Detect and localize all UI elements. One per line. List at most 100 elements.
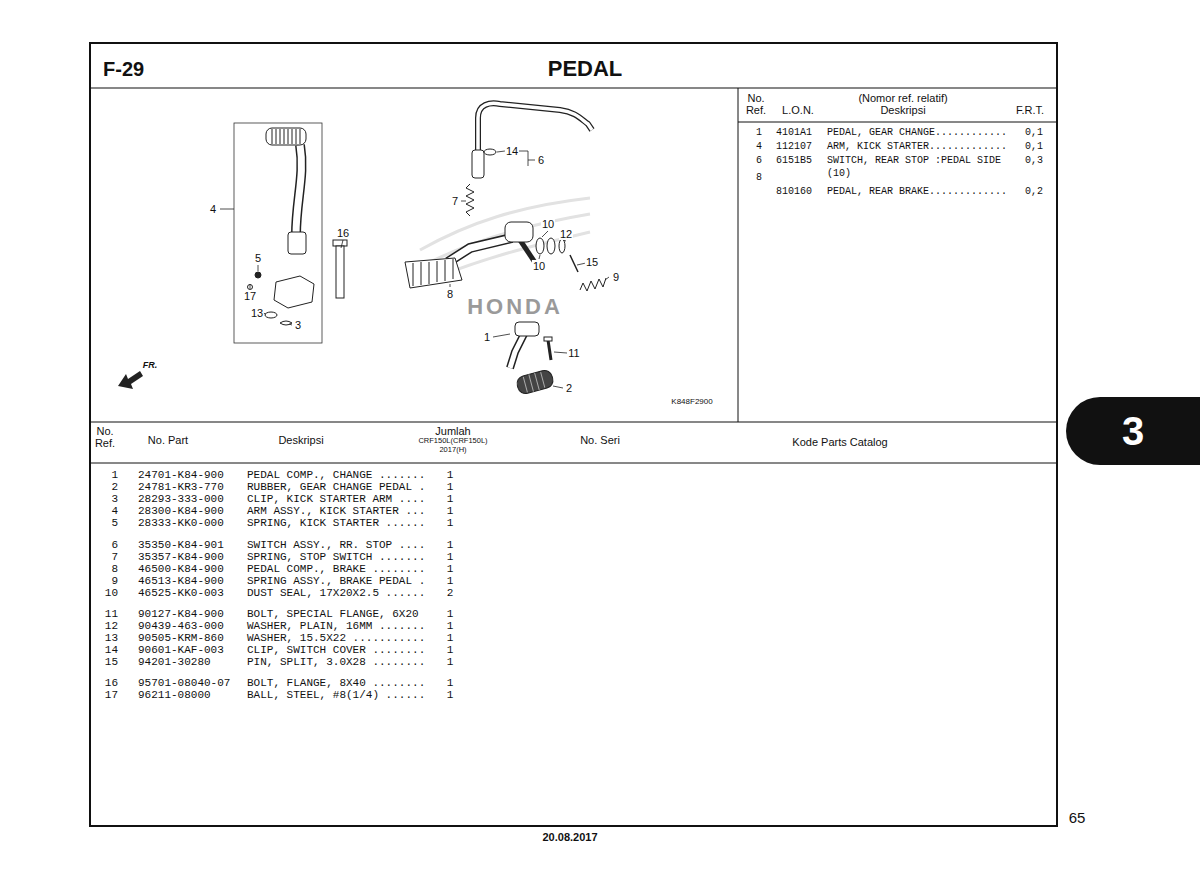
leader-line: [258, 265, 259, 271]
table-cell: 28333-KK0-000: [138, 517, 224, 529]
leader-line: [250, 284, 251, 289]
table-cell: PEDAL COMP., BRAKE ........: [247, 563, 425, 575]
page-title: PEDAL: [548, 57, 623, 81]
table-cell: ARM, KICK STARTER.............: [827, 141, 1007, 152]
table-cell: 0,1: [1025, 127, 1043, 138]
table-cell: (10): [827, 168, 851, 179]
table-cell: 1: [111, 469, 118, 481]
table-cell: PEDAL, GEAR CHANGE............: [827, 127, 1007, 138]
date-label: 20.08.2017: [542, 831, 597, 843]
leader-line: [605, 277, 609, 280]
rule: [738, 88, 739, 422]
table-cell: 95701-08040-07: [138, 677, 230, 689]
boss: [288, 232, 306, 254]
callout-number: 8: [446, 288, 454, 300]
washer: [559, 239, 565, 253]
clip: [484, 149, 496, 155]
wire: [478, 103, 592, 150]
table-cell: 1: [447, 563, 454, 575]
table-cell: 24781-KR3-770: [138, 481, 224, 493]
leader-line: [554, 352, 567, 353]
page-frame: [90, 43, 1057, 826]
table-cell: 0,2: [1025, 186, 1043, 197]
table-cell: 96211-08000: [138, 689, 211, 701]
page-code: F-29: [103, 58, 144, 80]
table-cell: 0,1: [1025, 141, 1043, 152]
table-cell: 810160: [776, 186, 812, 197]
arm: [296, 145, 302, 235]
pedal-arm: [448, 238, 512, 262]
table-cell: BALL, STEEL, #8(1/4) ......: [247, 689, 425, 701]
table-cell: 46500-K84-900: [138, 563, 224, 575]
table-cell: 17: [105, 689, 118, 701]
callout-number: 1: [483, 331, 491, 343]
table-cell: 1: [756, 127, 762, 138]
table-cell: 4101A1: [776, 127, 812, 138]
pedal-arm: [510, 332, 525, 368]
front-arrow: [118, 371, 143, 389]
leader-line: [542, 231, 548, 237]
gear-pedal: [510, 322, 555, 395]
bolt: [336, 246, 344, 298]
table-header: F.R.T.: [1016, 104, 1044, 116]
spring: [466, 184, 474, 216]
table-cell: 1: [447, 620, 454, 632]
table-cell: 1: [447, 677, 454, 689]
callout-number: 16: [336, 227, 350, 239]
footpad-teeth: [413, 259, 453, 286]
bolt: [548, 340, 551, 360]
table-cell: 24701-K84-900: [138, 469, 224, 481]
callout-number: 4: [209, 203, 217, 215]
table-cell: 0,3: [1025, 155, 1043, 166]
table-cell: 10: [105, 587, 118, 599]
table-cell: 112107: [776, 141, 812, 152]
callout-number: 13: [250, 307, 264, 319]
callout-number: 5: [254, 252, 262, 264]
rubber-body: [515, 369, 554, 396]
grip: [266, 128, 306, 145]
leader-line: [341, 240, 343, 248]
leader-line: [563, 240, 566, 241]
table-cell: 2: [447, 587, 454, 599]
spring: [580, 278, 606, 291]
table-cell: 28293-333-000: [138, 493, 224, 505]
table-cell: PEDAL COMP., CHANGE .......: [247, 469, 425, 481]
table-cell: 28300-K84-900: [138, 505, 224, 517]
table-header: CRF150L(CRF150L): [418, 437, 487, 445]
table-cell: SPRING, STOP SWITCH .......: [247, 551, 425, 563]
stop-switch: [466, 103, 592, 216]
table-cell: 1: [447, 632, 454, 644]
outer-frame: [90, 43, 1057, 826]
table-cell: RUBBER, GEAR CHANGE PEDAL .: [247, 481, 425, 493]
table-cell: 16: [105, 677, 118, 689]
callout-number: 17: [243, 290, 257, 302]
table-cell: 90127-K84-900: [138, 608, 224, 620]
rule: [90, 421, 1057, 422]
dust-seal: [536, 238, 544, 254]
table-cell: 1: [447, 644, 454, 656]
table-header: No. Ref.: [90, 425, 120, 449]
direction-label: FR.: [143, 361, 158, 371]
callout-number: 2: [565, 382, 573, 394]
page-number: 65: [1069, 810, 1086, 827]
arm: [296, 145, 302, 235]
kick-starter: [234, 123, 347, 343]
table-cell: 90439-463-000: [138, 620, 224, 632]
table-cell: BOLT, FLANGE, 8X40 ........: [247, 677, 425, 689]
table-cell: ARM ASSY., KICK STARTER ...: [247, 505, 425, 517]
callout-number: 3: [294, 319, 302, 331]
table-cell: SPRING ASSY., BRAKE PEDAL .: [247, 575, 425, 587]
bolt-head: [544, 337, 552, 341]
switch-body: [472, 150, 484, 178]
clip: [280, 321, 292, 325]
section-tab: 3: [1066, 397, 1200, 465]
table-header: No. Seri: [580, 434, 620, 446]
leader-line: [493, 334, 510, 337]
table-cell: BOLT, SPECIAL FLANGE, 6X20: [247, 608, 419, 620]
table-cell: 1: [447, 608, 454, 620]
watermark: HONDA: [467, 295, 563, 319]
table-header: L.O.N.: [782, 104, 814, 116]
table-cell: 6: [111, 539, 118, 551]
table-cell: 1: [447, 481, 454, 493]
leader-line: [289, 324, 292, 325]
